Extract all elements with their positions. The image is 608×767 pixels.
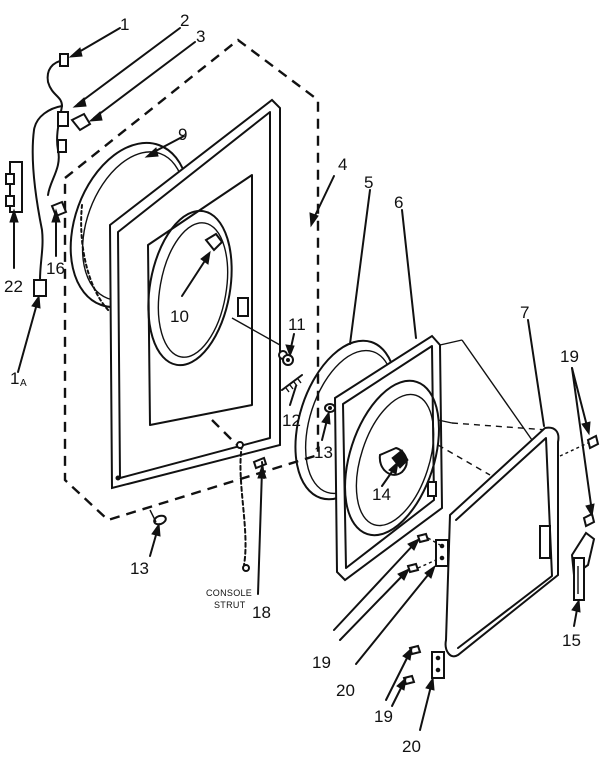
screw-13-door <box>324 403 336 413</box>
label-13-door: 13 <box>314 443 333 462</box>
assembly-guide-lines <box>437 339 549 476</box>
front-panel <box>108 98 288 490</box>
label-14: 14 <box>372 485 391 504</box>
door-handle <box>570 531 596 601</box>
label-1a: 1 <box>10 369 19 388</box>
label-22: 22 <box>4 277 23 296</box>
label-16: 16 <box>46 259 65 278</box>
label-7: 7 <box>520 303 529 322</box>
label-18: 18 <box>252 603 271 622</box>
label-1: 1 <box>120 15 129 34</box>
console-strut-label-line1: CONSOLE <box>206 588 252 598</box>
screw-12 <box>281 374 303 393</box>
label-2: 2 <box>180 11 189 30</box>
label-10: 10 <box>170 307 189 326</box>
inner-door-panel <box>333 334 444 582</box>
label-5: 5 <box>364 173 373 192</box>
label-1a-subscript: A <box>20 378 27 389</box>
label-13-lower: 13 <box>130 559 149 578</box>
label-15: 15 <box>562 631 581 650</box>
label-4: 4 <box>338 155 347 174</box>
screw-11 <box>282 354 294 366</box>
label-3: 3 <box>196 27 205 46</box>
label-11: 11 <box>288 315 306 334</box>
console-strut-label-line2: STRUT <box>214 600 246 610</box>
console-strut <box>211 419 250 572</box>
upper-hinge <box>435 539 449 567</box>
label-19-lower: 19 <box>374 707 393 726</box>
lower-hinge <box>431 651 445 679</box>
label-19-right: 19 <box>560 347 579 366</box>
label-9: 9 <box>178 125 187 144</box>
label-12: 12 <box>282 411 301 430</box>
bracket-22 <box>5 161 23 213</box>
hinge-screws <box>402 532 441 686</box>
clip-16 <box>50 200 68 218</box>
label-6: 6 <box>394 193 403 212</box>
switch-parts <box>57 111 92 132</box>
label-20-lower: 20 <box>402 737 421 756</box>
leader-lines <box>9 27 595 731</box>
screw-13-lower <box>149 509 167 526</box>
label-20-upper: 20 <box>336 681 355 700</box>
outer-door <box>444 426 560 658</box>
label-19-middle: 19 <box>312 653 331 672</box>
